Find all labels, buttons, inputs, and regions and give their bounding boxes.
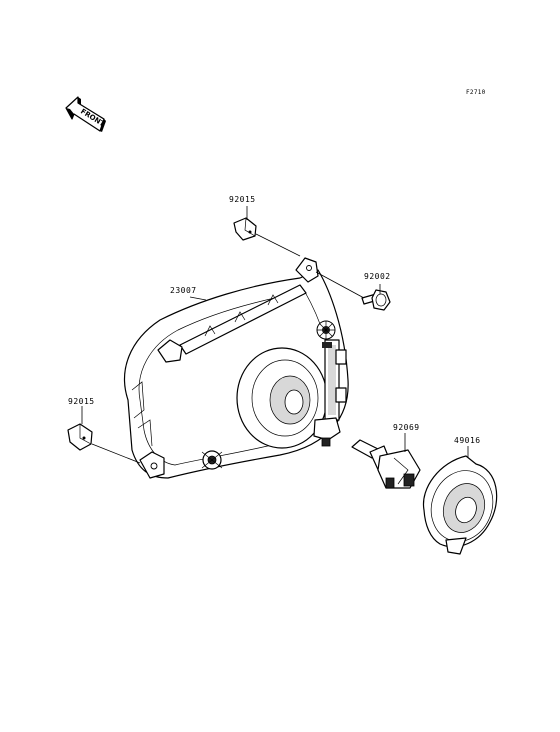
part-label-bulb: 92069 [393,423,420,432]
figure-code: F2710 [466,89,486,96]
clip-upper [233,217,257,241]
clip-lower [67,423,93,451]
part-label-headlight-assembly: 23007 [170,286,197,295]
headlight-assembly [124,257,349,479]
part-label-clip-upper: 92015 [229,195,256,204]
part-label-clip-lower: 92015 [68,397,95,406]
bolt [361,289,391,311]
bulb [351,439,421,489]
dust-cover [422,455,498,555]
callout-lines [81,206,469,464]
part-label-dust-cover: 49016 [454,436,481,445]
part-label-bolt: 92002 [364,272,391,281]
front-arrow-icon: FRONT [65,96,106,132]
